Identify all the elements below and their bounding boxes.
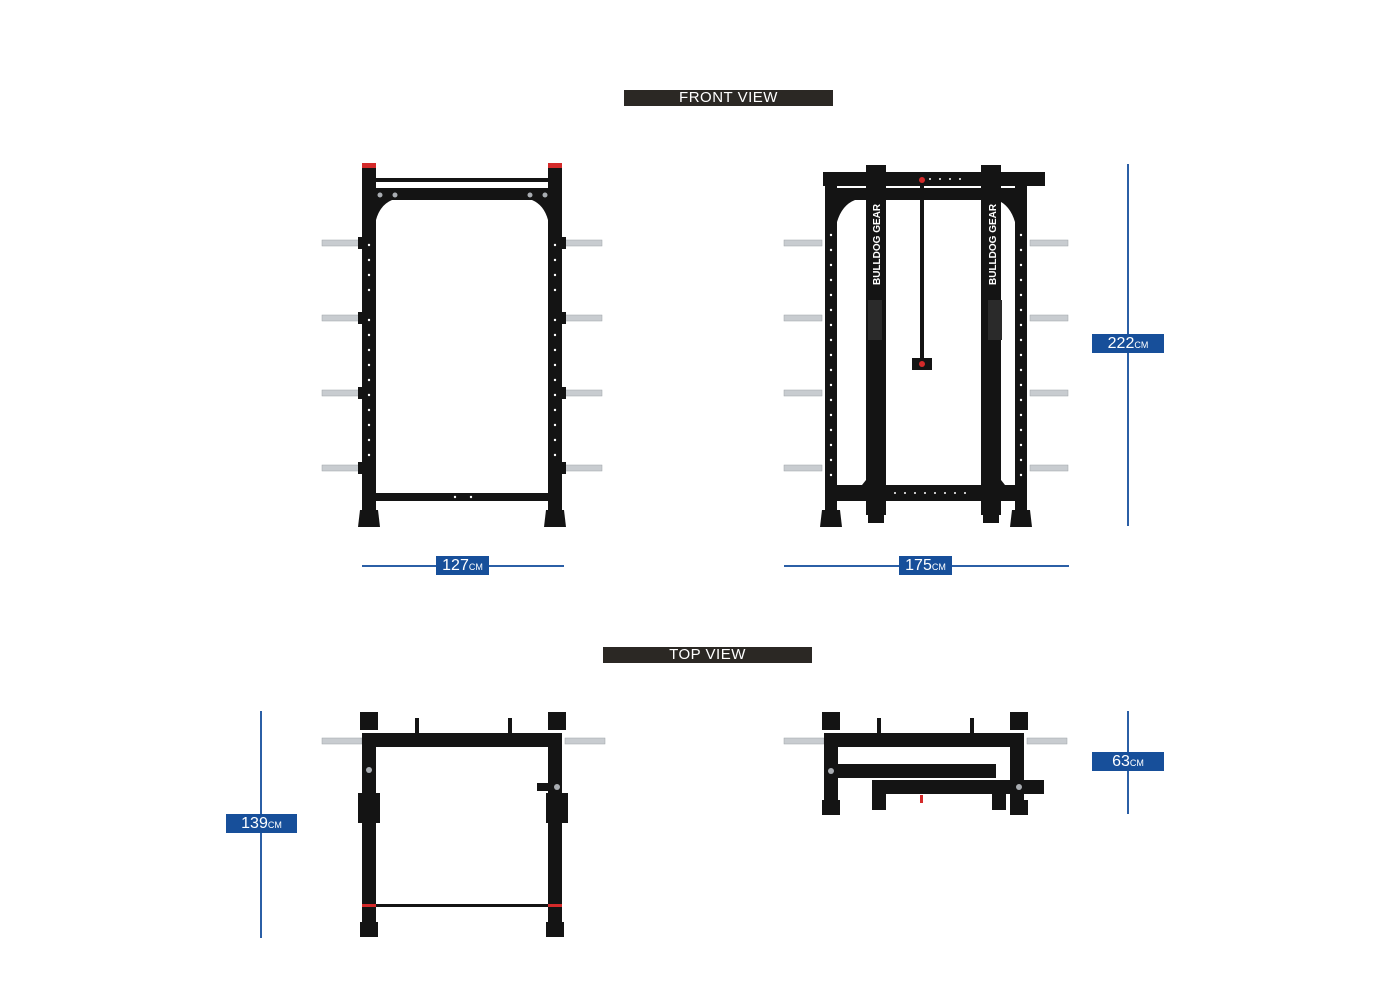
dimension-value: 139 xyxy=(241,815,268,832)
dimension-unit: CM xyxy=(1129,758,1144,768)
dimension-unit: CM xyxy=(931,562,946,572)
branding-right: BULLDOG GEAR xyxy=(988,203,999,285)
dimension-unit: CM xyxy=(267,820,282,830)
branding-left: BULLDOG GEAR xyxy=(872,203,883,285)
dimension-value: 175 xyxy=(905,557,932,574)
dimension-label-139: 139CM xyxy=(226,814,297,833)
dimension-value: 222 xyxy=(1107,335,1135,352)
top-view-banner: TOP VIEW xyxy=(603,647,812,663)
front-view-banner: FRONT VIEW xyxy=(624,90,833,106)
dimension-label-222: 222CM xyxy=(1092,334,1164,353)
dimension-unit: CM xyxy=(1134,340,1149,350)
top-view-label: TOP VIEW xyxy=(669,646,746,663)
dimension-label-175: 175CM xyxy=(899,556,952,575)
dimension-value: 63 xyxy=(1112,753,1130,770)
dimension-value: 127 xyxy=(442,557,469,574)
dimension-unit: CM xyxy=(468,562,483,572)
dimension-label-127: 127CM xyxy=(436,556,489,575)
front-view-label: FRONT VIEW xyxy=(679,89,778,106)
dimension-label-63: 63CM xyxy=(1092,752,1164,771)
